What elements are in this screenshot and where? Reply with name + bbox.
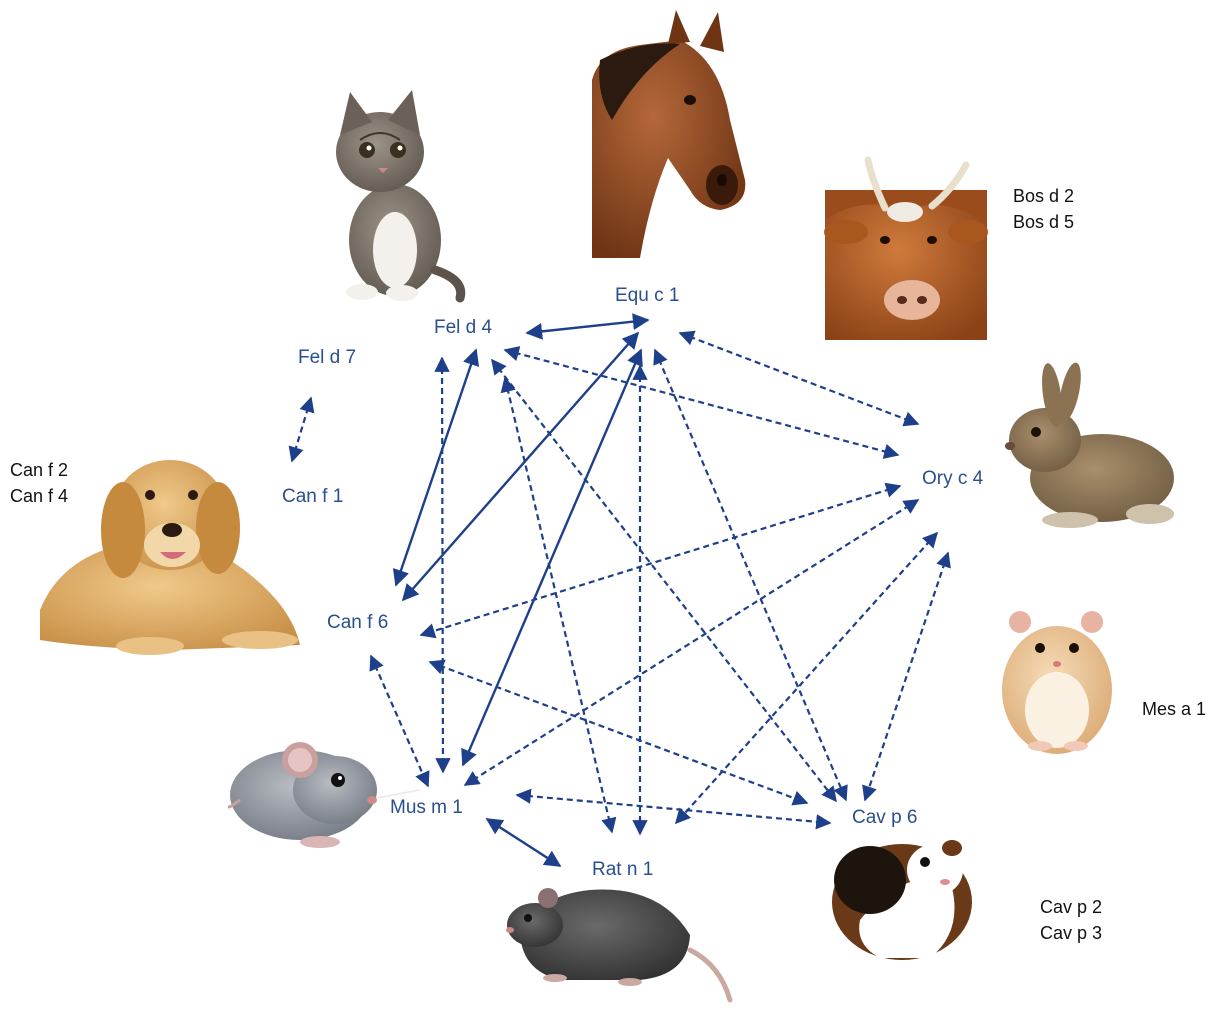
edge-fel-d-7-can-f-1 bbox=[288, 396, 315, 463]
hamster-image bbox=[1002, 611, 1112, 754]
edge-fel-d-4-rat-n-1 bbox=[500, 376, 617, 834]
label-cav-p-3: Cav p 3 bbox=[1040, 923, 1102, 943]
dog-image bbox=[40, 460, 300, 655]
node-ory-c-4: Ory c 4 bbox=[922, 468, 984, 489]
edge-equ-c-1-cav-p-6 bbox=[653, 348, 848, 802]
label-mes-a-1: Mes a 1 bbox=[1142, 699, 1206, 719]
label-bos-d-5: Bos d 5 bbox=[1013, 212, 1074, 232]
edge-mus-m-1-cav-p-6 bbox=[515, 788, 832, 830]
label-cav-p-2: Cav p 2 bbox=[1040, 897, 1102, 917]
edge-ory-c-4-mus-m-1 bbox=[463, 499, 920, 786]
node-equ-c-1: Equ c 1 bbox=[615, 285, 679, 306]
cat-image bbox=[336, 90, 466, 303]
rabbit-image bbox=[1005, 362, 1174, 528]
edge-can-f-6-cav-p-6 bbox=[428, 659, 809, 806]
guinea-pig-image bbox=[832, 840, 972, 960]
edge-fel-d-4-mus-m-1 bbox=[434, 356, 451, 774]
edge-can-f-6-mus-m-1 bbox=[369, 654, 430, 788]
cow-image bbox=[824, 156, 988, 340]
edge-equ-c-1-can-f-6 bbox=[401, 331, 640, 602]
node-mus-m-1: Mus m 1 bbox=[390, 797, 463, 818]
edges-layer bbox=[288, 313, 951, 868]
label-can-f-4: Can f 4 bbox=[10, 486, 68, 506]
node-fel-d-7: Fel d 7 bbox=[298, 347, 356, 368]
label-can-f-2: Can f 2 bbox=[10, 460, 68, 480]
edge-mus-m-1-rat-n-1 bbox=[485, 817, 562, 868]
edge-fel-d-4-ory-c-4 bbox=[503, 346, 900, 459]
side-labels: Bos d 2 Bos d 5 Can f 2 Can f 4 Mes a 1 … bbox=[10, 186, 1206, 943]
edge-fel-d-4-cav-p-6 bbox=[491, 358, 837, 803]
edge-ory-c-4-rat-n-1 bbox=[674, 531, 939, 825]
edge-equ-c-1-mus-m-1 bbox=[461, 348, 643, 767]
edge-fel-d-4-can-f-6 bbox=[392, 348, 480, 587]
edge-equ-c-1-ory-c-4 bbox=[678, 330, 920, 427]
rat-image bbox=[506, 888, 733, 1003]
edge-fel-d-4-equ-c-1 bbox=[525, 313, 650, 340]
node-labels: Equ c 1 Fel d 4 Fel d 7 Can f 1 Can f 6 … bbox=[282, 285, 984, 880]
edge-ory-c-4-can-f-6 bbox=[419, 482, 902, 639]
node-can-f-1: Can f 1 bbox=[282, 486, 343, 507]
horse-image bbox=[592, 10, 746, 258]
edge-ory-c-4-cav-p-6 bbox=[862, 551, 951, 802]
mouse-image bbox=[227, 742, 421, 848]
node-cav-p-6: Cav p 6 bbox=[852, 807, 917, 828]
node-can-f-6: Can f 6 bbox=[327, 612, 388, 633]
node-fel-d-4: Fel d 4 bbox=[434, 317, 493, 338]
label-bos-d-2: Bos d 2 bbox=[1013, 186, 1074, 206]
node-rat-n-1: Rat n 1 bbox=[592, 859, 653, 880]
